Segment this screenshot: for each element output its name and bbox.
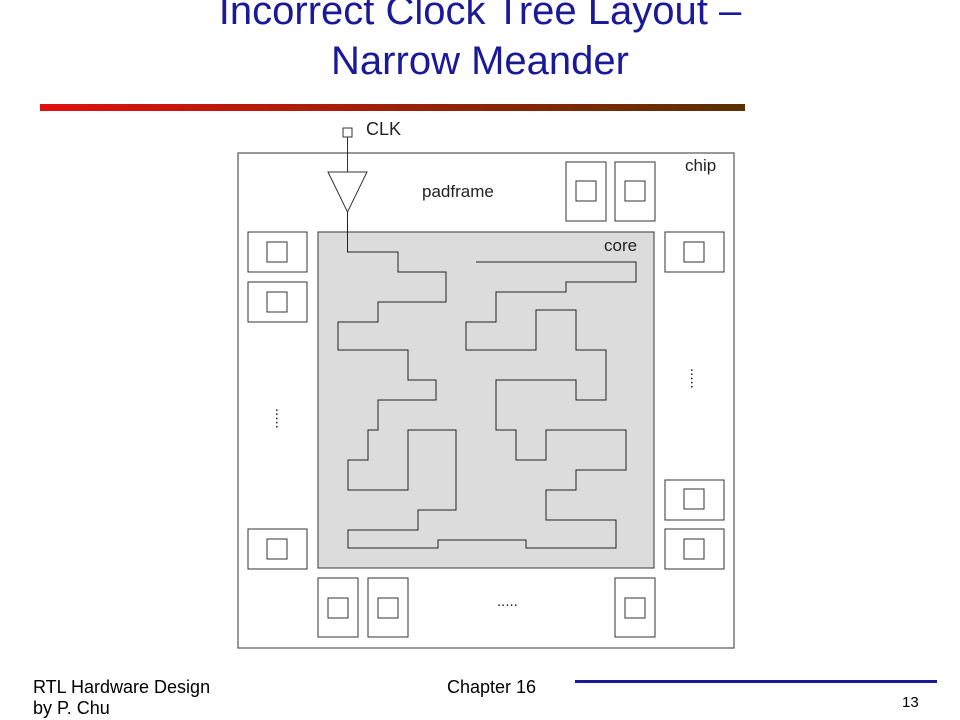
clock-tree-left-meander — [337, 212, 637, 549]
pad-bottom-1-inner — [327, 597, 349, 619]
ellipsis-left: ..... — [272, 408, 289, 429]
pad-left-2-inner — [266, 291, 288, 313]
pad-bottom-2-inner — [377, 597, 399, 619]
title-line-2: Narrow Meander — [331, 39, 629, 83]
clk-pin — [342, 127, 353, 138]
pad-right-1-inner — [683, 241, 705, 263]
pad-left-1-inner — [266, 241, 288, 263]
footer-book-info: RTL Hardware Design by P. Chu — [33, 677, 210, 719]
padframe-label: padframe — [422, 182, 494, 201]
footer-author: by P. Chu — [33, 698, 110, 718]
clock-buffer-icon — [327, 171, 368, 214]
footer-chapter: Chapter 16 — [447, 677, 537, 697]
footer-book-title: RTL Hardware Design — [33, 677, 211, 697]
pad-top-2-inner — [624, 180, 646, 202]
pad-bottom-1 — [317, 577, 359, 638]
pad-right-2-inner — [683, 488, 705, 510]
pad-left-3-inner — [266, 538, 288, 560]
slide-title: Incorrect Clock Tree Layout – Narrow Mea… — [0, 0, 960, 86]
pad-right-3-inner — [683, 538, 705, 560]
ellipsis-bottom: ..... — [497, 593, 518, 610]
footer-divider-line — [575, 680, 937, 683]
page-number: 13 — [902, 694, 919, 711]
clk-label: CLK — [366, 119, 401, 139]
pad-bottom-3-inner — [624, 597, 646, 619]
title-line-1: Incorrect Clock Tree Layout – — [218, 0, 742, 33]
pad-top-1-inner — [575, 180, 597, 202]
chip-label: chip — [685, 156, 716, 175]
title-underline-bar — [40, 104, 745, 111]
core-label: core — [604, 236, 637, 255]
ellipsis-right: ..... — [687, 368, 704, 389]
